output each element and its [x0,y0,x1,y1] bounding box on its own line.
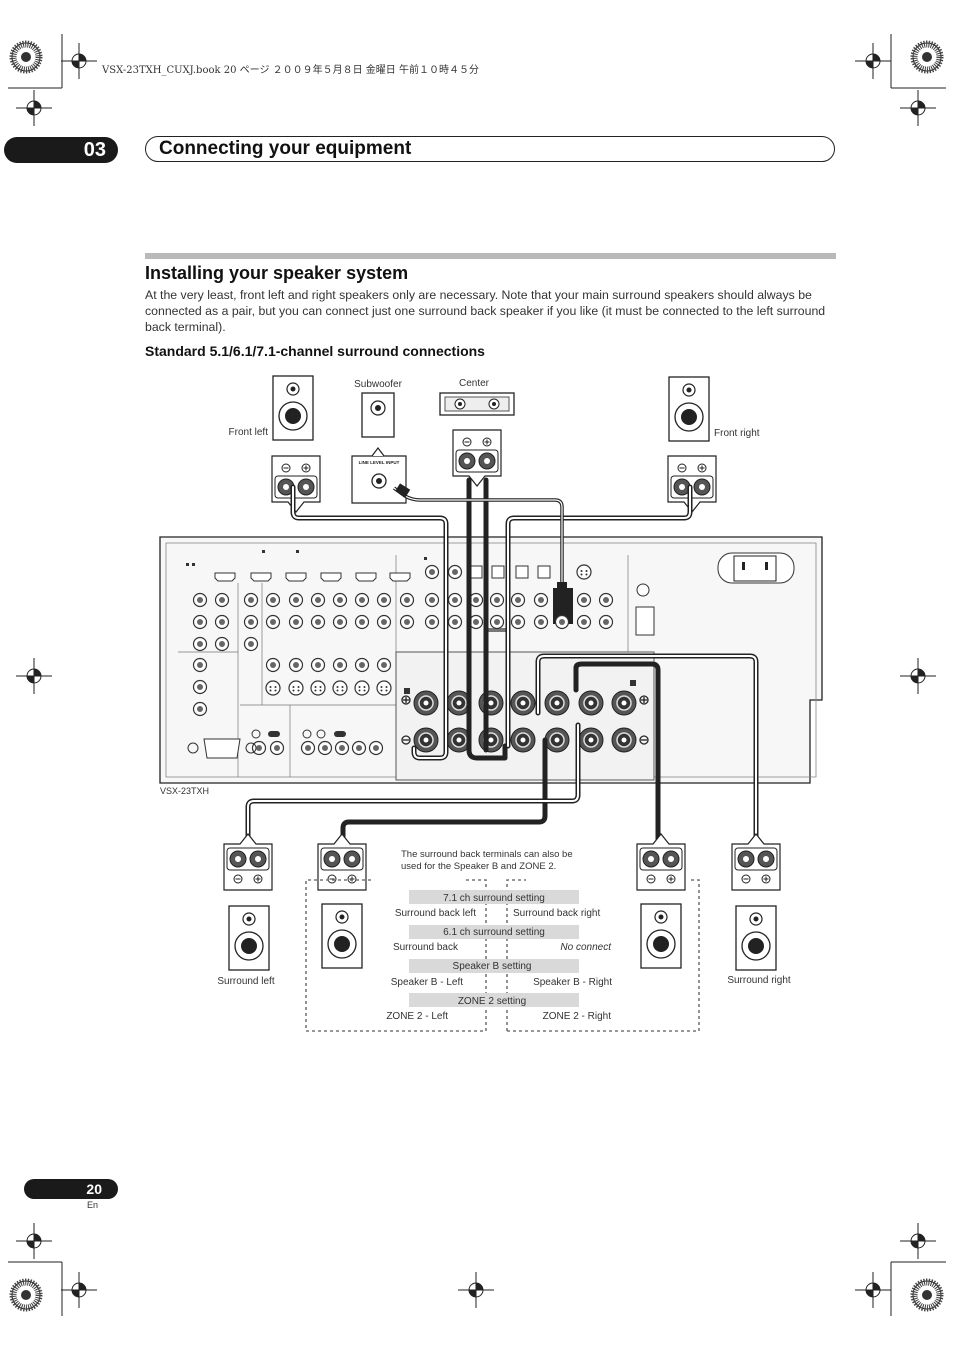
subwoofer-input: LINE LEVEL INPUT [351,447,407,504]
receiver-model-label: VSX-23TXH [160,786,209,796]
surround-right-label: Surround right [727,975,791,986]
intro-paragraph: At the very least, front left and right … [145,288,826,334]
subwoofer-label: Subwoofer [354,379,402,390]
surround-back-right-speaker [636,833,686,969]
setting-speaker-b-left: Speaker B - Left [391,977,463,988]
subheading: Standard 5.1/6.1/7.1-channel surround co… [145,343,485,359]
setting-7-1-right: Surround back right [513,908,600,919]
setting-6-1-left: Surround back [393,942,459,953]
surround-left-label: Surround left [217,976,274,987]
line-level-input-label: LINE LEVEL INPUT [359,460,400,465]
surround-back-note-line1: The surround back terminals can also be [401,849,573,860]
subwoofer-cable [392,483,567,602]
front-left-label: Front left [229,427,269,438]
setting-6-1-right: No connect [560,942,612,953]
language-label: En [87,1200,99,1210]
surround-back-note-line2: used for the Speaker B and ZONE 2. [401,861,556,872]
chapter-title: Connecting your equipment [145,136,835,162]
front-left-speaker [271,375,321,513]
setting-zone-2-left: ZONE 2 - Left [386,1011,448,1022]
setting-zone-2-right: ZONE 2 - Right [543,1011,612,1022]
page-number: 20 [24,1179,118,1199]
setting-heading-7-1: 7.1 ch surround setting [443,893,545,904]
surround-back-left-speaker [317,833,367,969]
print-header: VSX-23TXH_CUXJ.book 20 ページ ２００９年５月８日 金曜日… [102,65,479,76]
center-speaker [439,392,515,487]
settings-table: 7.1 ch surround setting Surround back le… [386,890,612,1022]
subwoofer [361,392,395,438]
center-label: Center [459,378,490,389]
section-divider [145,253,836,259]
chapter-number: 03 [4,137,118,163]
front-right-label: Front right [714,428,760,439]
setting-7-1-left: Surround back left [395,908,476,919]
settings-boxes [305,879,700,1032]
setting-heading-speaker-b: Speaker B setting [453,961,532,972]
receiver-rear-panel [159,536,823,784]
surround-right-speaker [731,833,781,971]
setting-heading-6-1: 6.1 ch surround setting [443,927,545,938]
setting-speaker-b-right: Speaker B - Right [533,977,612,988]
section-title: Installing your speaker system [145,263,409,283]
surround-left-speaker [223,833,273,971]
setting-heading-zone-2: ZONE 2 setting [458,996,526,1007]
